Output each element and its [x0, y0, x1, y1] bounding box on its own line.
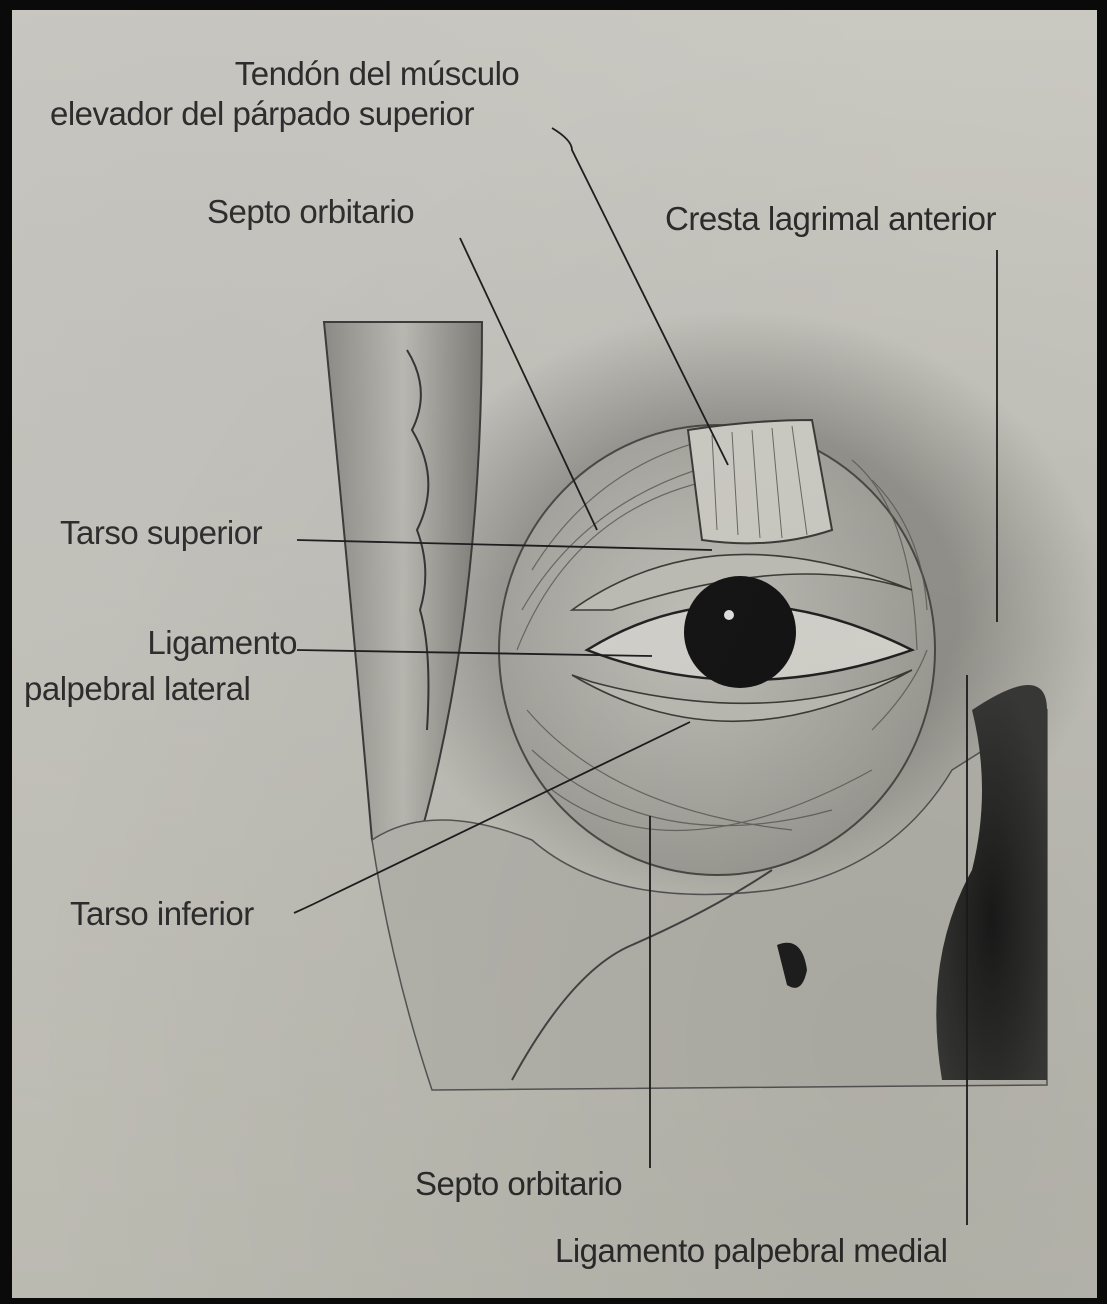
label-cresta-lagrimal: Cresta lagrimal anterior — [665, 200, 996, 238]
label-tarso-superior: Tarso superior — [60, 514, 262, 552]
label-tarso-inferior: Tarso inferior — [70, 895, 254, 933]
face-region — [324, 310, 1097, 1090]
figure-page: Tendón del músculo elevador del párpado … — [12, 10, 1097, 1298]
label-tendon-line1: Tendón del músculo — [192, 55, 562, 93]
label-ligamento-lateral-line2: palpebral lateral — [24, 670, 250, 708]
label-septo-orbitario-bottom: Septo orbitario — [415, 1165, 622, 1203]
label-ligamento-lateral-line1: Ligamento — [22, 624, 297, 662]
label-septo-orbitario-top: Septo orbitario — [207, 193, 414, 231]
label-ligamento-medial: Ligamento palpebral medial — [555, 1232, 947, 1270]
label-tendon-line2: elevador del párpado superior — [50, 95, 474, 133]
